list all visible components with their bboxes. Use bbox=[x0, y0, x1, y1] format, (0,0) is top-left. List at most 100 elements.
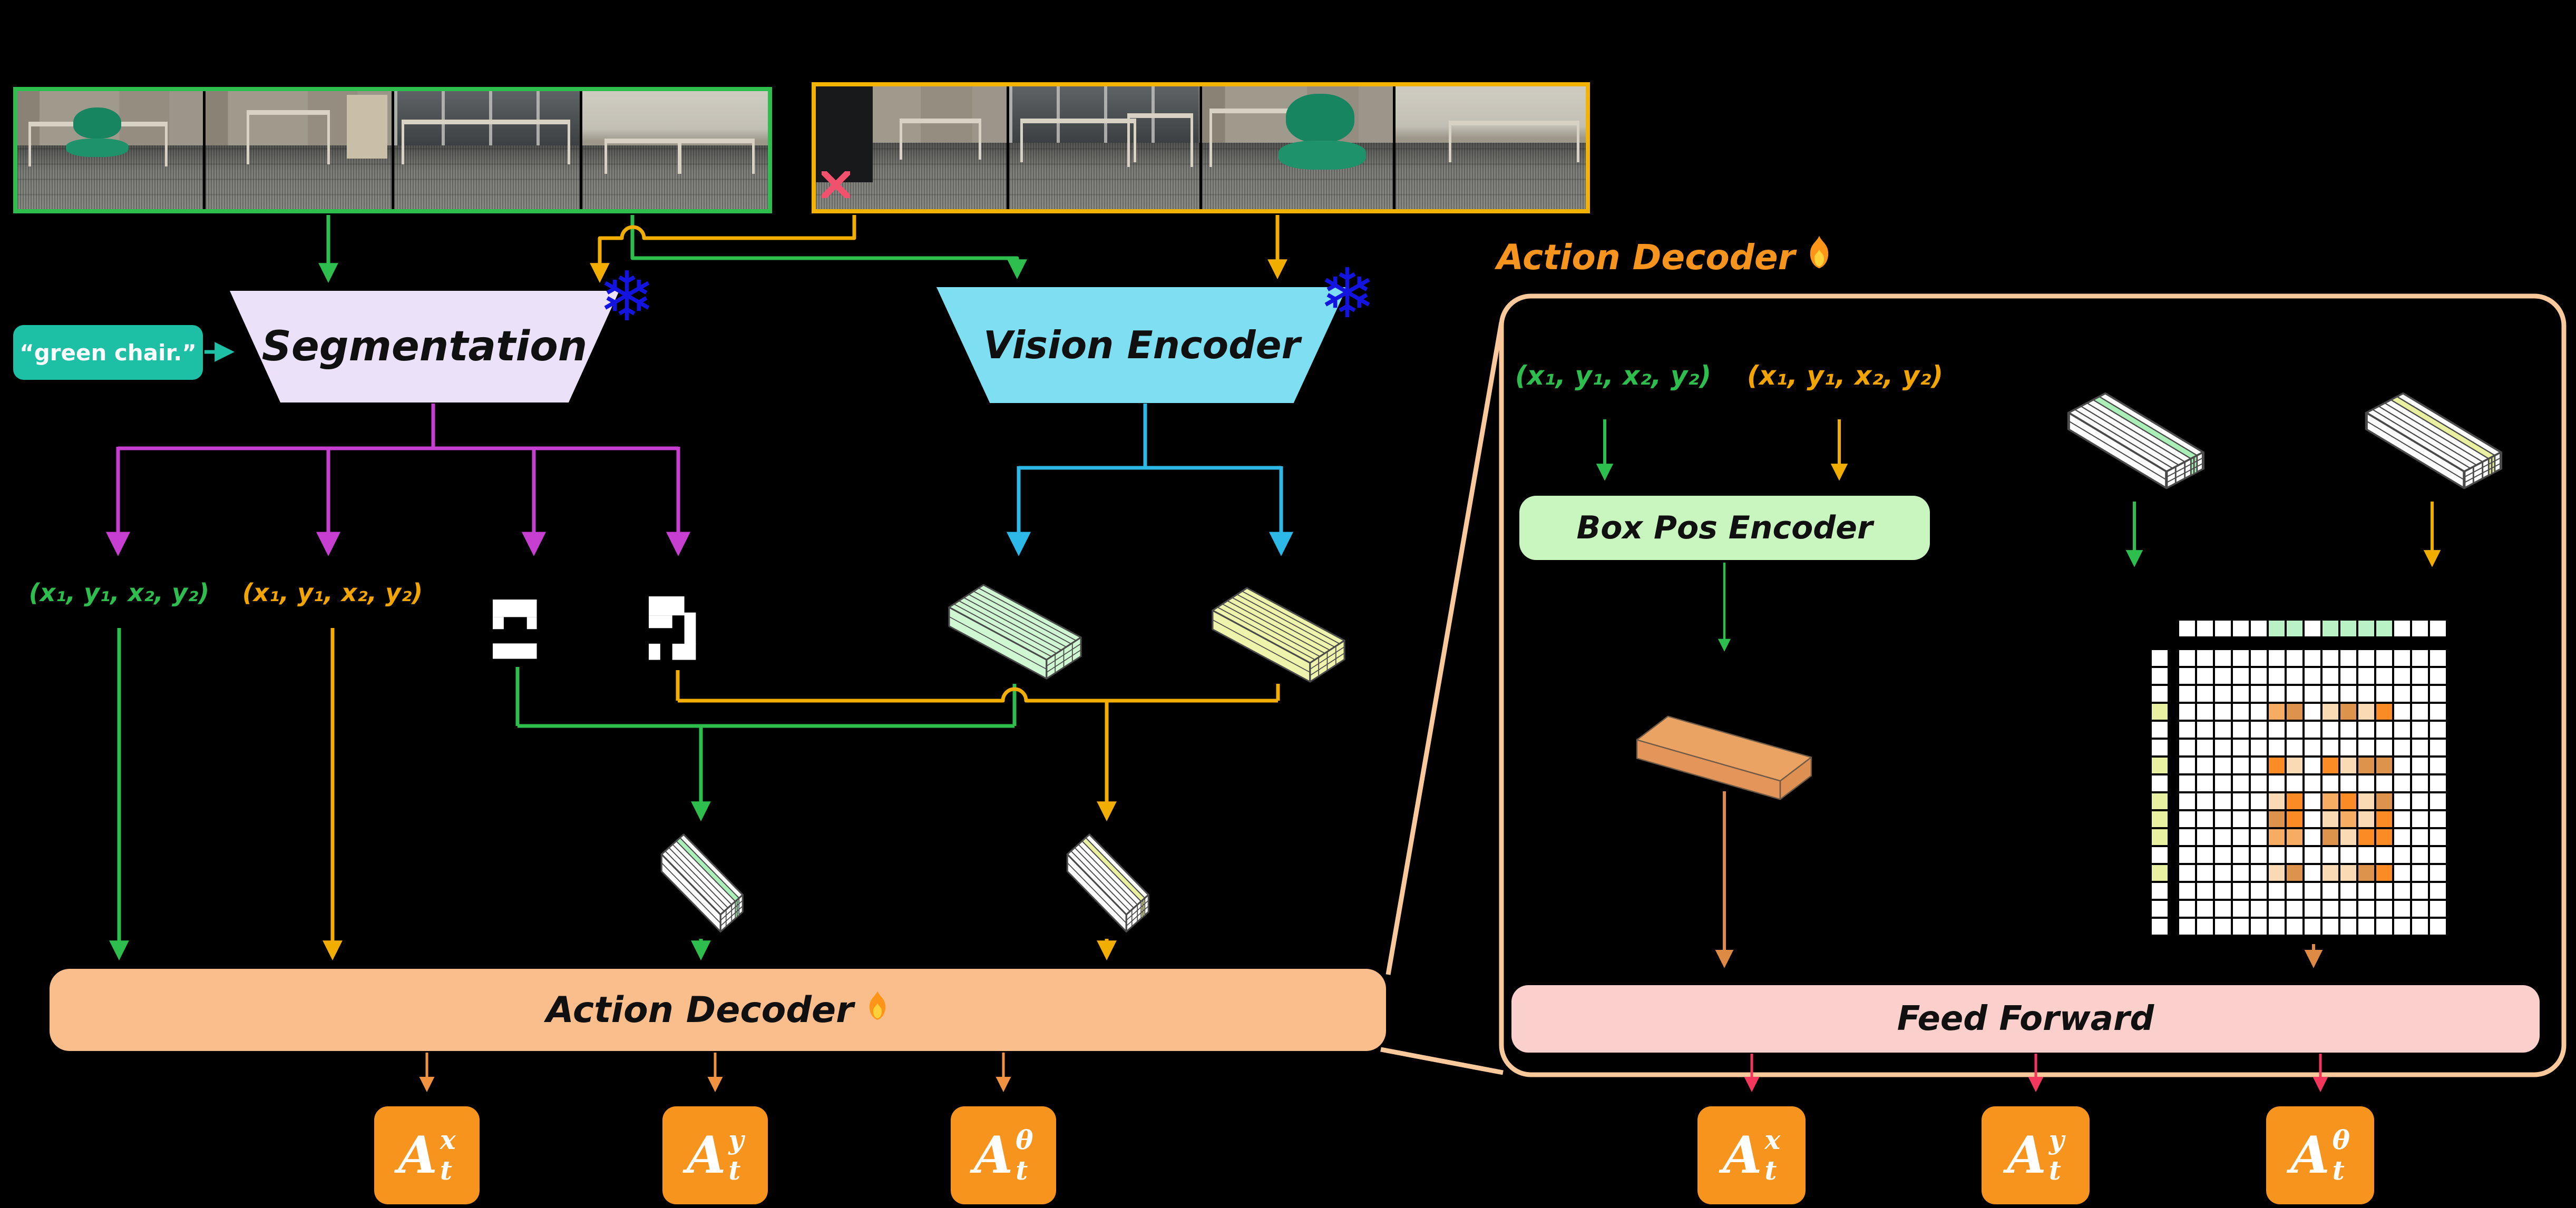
matrix-cell bbox=[2340, 740, 2356, 755]
segmentation-label: Segmentation bbox=[261, 323, 588, 370]
matrix-cell bbox=[2394, 829, 2410, 845]
matrix-cell bbox=[2323, 722, 2338, 738]
matrix-cell bbox=[2358, 722, 2374, 738]
camera-view-two-tables-whiteboard bbox=[582, 91, 768, 209]
matrix-cell bbox=[2233, 668, 2249, 684]
matrix-cell bbox=[2340, 793, 2356, 809]
panel-bbox-coords-orange: (x₁, y₁, x₂, y₂) bbox=[1746, 360, 1944, 391]
vision-tokens-green bbox=[943, 581, 1087, 684]
matrix-cell bbox=[2376, 722, 2392, 738]
matrix-cell bbox=[2305, 650, 2320, 666]
matrix-cell bbox=[2197, 668, 2213, 684]
feed-forward-label: Feed Forward bbox=[1897, 999, 2154, 1038]
matrix-cell bbox=[2412, 668, 2428, 684]
matrix-cell bbox=[2412, 919, 2428, 935]
attention-matrix bbox=[2152, 621, 2450, 937]
matrix-cell bbox=[2430, 883, 2446, 899]
box-pos-encoder-label: Box Pos Encoder bbox=[1576, 509, 1873, 546]
matrix-header-cell bbox=[2358, 621, 2374, 636]
matrix-cell bbox=[2269, 883, 2285, 899]
matrix-cell bbox=[2323, 847, 2338, 863]
matrix-cell bbox=[2215, 847, 2231, 863]
matrix-header-cell bbox=[2152, 704, 2168, 720]
matrix-header-cell bbox=[2152, 758, 2168, 773]
matrix-cell bbox=[2215, 758, 2231, 773]
matrix-header-cell bbox=[2152, 901, 2168, 917]
matrix-cell bbox=[2233, 686, 2249, 702]
matrix-cell bbox=[2179, 883, 2195, 899]
matrix-header-cell bbox=[2251, 621, 2267, 636]
matrix-cell bbox=[2323, 740, 2338, 755]
vision-encoder-label: Vision Encoder bbox=[983, 323, 1300, 367]
matrix-cell bbox=[2269, 740, 2285, 755]
matrix-cell bbox=[2394, 758, 2410, 773]
segmentation-module: Segmentation bbox=[230, 291, 619, 402]
matrix-cell bbox=[2251, 740, 2267, 755]
matrix-cell bbox=[2323, 704, 2338, 720]
matrix-cell bbox=[2376, 811, 2392, 827]
matrix-cell bbox=[2412, 775, 2428, 791]
matrix-cell bbox=[2323, 919, 2338, 935]
bbox-coords-orange: (x₁, y₁, x₂, y₂) bbox=[242, 578, 423, 607]
matrix-cell bbox=[2323, 829, 2338, 845]
matrix-cell bbox=[2233, 811, 2249, 827]
segmentation-mask-green bbox=[493, 600, 542, 665]
camera-view-table-against-wall bbox=[1395, 86, 1586, 209]
matrix-cell bbox=[2179, 865, 2195, 881]
output-superscript: θ bbox=[2332, 1124, 2350, 1155]
matrix-cell bbox=[2358, 865, 2374, 881]
matrix-cell bbox=[2394, 901, 2410, 917]
matrix-cell bbox=[2394, 722, 2410, 738]
matrix-cell bbox=[2376, 829, 2392, 845]
matrix-cell bbox=[2340, 686, 2356, 702]
matrix-cell bbox=[2323, 650, 2338, 666]
matrix-cell bbox=[2179, 668, 2195, 684]
matrix-cell bbox=[2430, 901, 2446, 917]
matrix-cell bbox=[2376, 740, 2392, 755]
output-symbol: A bbox=[2007, 1125, 2046, 1185]
matrix-cell bbox=[2251, 704, 2267, 720]
panorama-strip-orange bbox=[812, 82, 1590, 213]
matrix-cell bbox=[2340, 758, 2356, 773]
matrix-cell bbox=[2233, 740, 2249, 755]
fire-trainable-icon bbox=[1806, 235, 1833, 279]
matrix-cell bbox=[2358, 704, 2374, 720]
matrix-cell bbox=[2358, 829, 2374, 845]
matrix-cell bbox=[2305, 793, 2320, 809]
output-symbol: A bbox=[1722, 1125, 1762, 1185]
matrix-cell bbox=[2412, 865, 2428, 881]
matrix-cell bbox=[2287, 883, 2302, 899]
matrix-cell bbox=[2358, 847, 2374, 863]
merged-tokens-green bbox=[655, 828, 747, 936]
matrix-cell bbox=[2394, 704, 2410, 720]
matrix-cell bbox=[2340, 829, 2356, 845]
matrix-cell bbox=[2251, 758, 2267, 773]
matrix-header-cell bbox=[2152, 919, 2168, 935]
matrix-cell bbox=[2269, 847, 2285, 863]
text-prompt-box: “green chair.” bbox=[13, 325, 203, 380]
matrix-cell bbox=[2287, 919, 2302, 935]
matrix-cell bbox=[2376, 883, 2392, 899]
panel-title: Action Decoder bbox=[1497, 235, 1833, 279]
matrix-cell bbox=[2394, 775, 2410, 791]
output-symbol: A bbox=[686, 1125, 726, 1185]
matrix-cell bbox=[2394, 811, 2410, 827]
matrix-cell bbox=[2394, 847, 2410, 863]
matrix-header-cell bbox=[2152, 668, 2168, 684]
matrix-cell bbox=[2358, 650, 2374, 666]
matrix-cell bbox=[2215, 650, 2231, 666]
matrix-cell bbox=[2287, 901, 2302, 917]
matrix-cell bbox=[2269, 901, 2285, 917]
matrix-cell bbox=[2215, 740, 2231, 755]
matrix-header-cell bbox=[2152, 650, 2168, 666]
matrix-cell bbox=[2340, 704, 2356, 720]
matrix-cell bbox=[2376, 668, 2392, 684]
matrix-cell bbox=[2215, 668, 2231, 684]
matrix-cell bbox=[2197, 775, 2213, 791]
matrix-cell bbox=[2215, 704, 2231, 720]
matrix-header-cell bbox=[2430, 621, 2446, 636]
snowflake-frozen-icon: ❄ bbox=[1319, 253, 1376, 333]
